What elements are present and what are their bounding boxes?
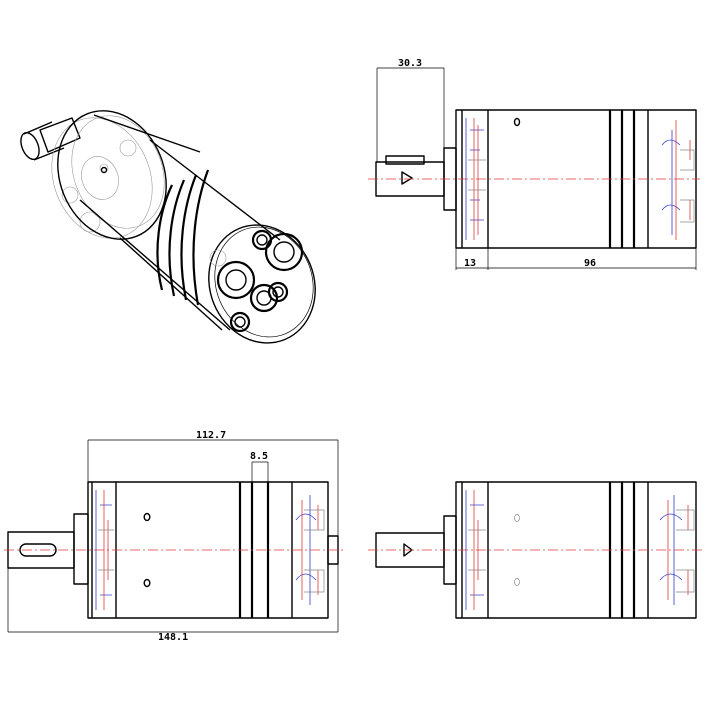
isometric-view: [20, 110, 316, 344]
dim-body-length: 96: [584, 258, 596, 269]
top-right-view: 30.3 13 96: [368, 58, 700, 270]
dim-band-width: 8.5: [250, 451, 268, 462]
dim-overall-to-ports: 112.7: [196, 430, 226, 441]
dim-flange-thickness: 13: [464, 258, 476, 269]
bottom-right-view: [368, 481, 702, 619]
dim-shaft-length: 30.3: [398, 58, 422, 69]
dim-overall-length: 148.1: [158, 632, 188, 643]
bottom-left-view: 112.7 8.5 148.1: [4, 430, 345, 643]
